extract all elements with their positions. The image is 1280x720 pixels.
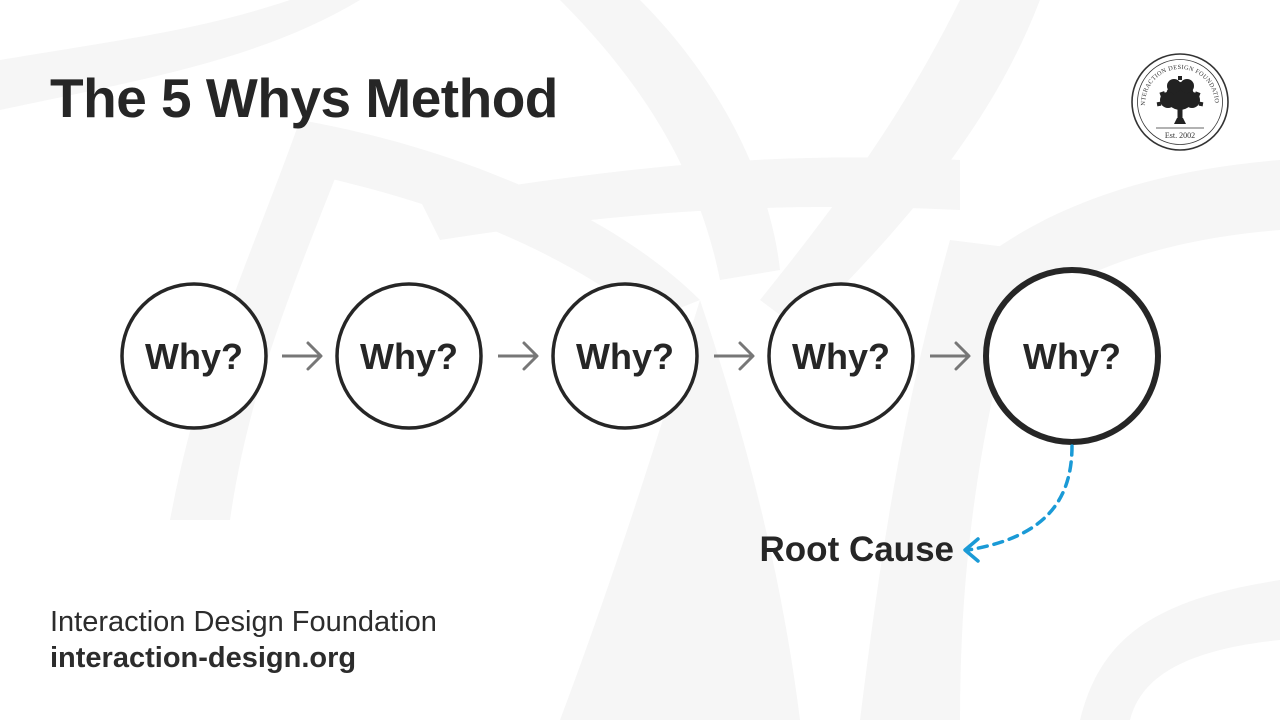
root-cause-arrow — [963, 444, 1074, 563]
footer-website-link[interactable]: interaction-design.org — [50, 642, 357, 674]
why-step-label: Why? — [145, 336, 243, 377]
why-step-2: Why? — [335, 282, 483, 430]
why-step-label: Why? — [576, 336, 674, 377]
step-arrow-1 — [282, 341, 323, 371]
why-step-1: Why? — [120, 282, 268, 430]
why-step-label: Why? — [1023, 336, 1121, 377]
why-step-circle — [120, 282, 268, 430]
why-step-5-final: Why? — [983, 267, 1161, 445]
why-step-3: Why? — [551, 282, 699, 430]
step-arrow-2 — [498, 341, 539, 371]
why-step-circle — [335, 282, 483, 430]
why-step-circle — [767, 282, 915, 430]
root-cause-label: Root Cause — [760, 530, 954, 569]
footer-organization: Interaction Design Foundation — [50, 606, 437, 638]
page-title: The 5 Whys Method — [50, 67, 558, 129]
why-step-label: Why? — [360, 336, 458, 377]
why-step-circle-final — [983, 267, 1161, 445]
step-arrow-4 — [930, 341, 971, 371]
why-step-label: Why? — [792, 336, 890, 377]
why-step-4: Why? — [767, 282, 915, 430]
logo-est-text: Est. 2002 — [1165, 131, 1195, 140]
tree-icon — [1156, 76, 1204, 124]
why-step-circle — [551, 282, 699, 430]
step-arrow-3 — [714, 341, 755, 371]
idf-logo: INTERACTION DESIGN FOUNDATION Est. 2002 — [1130, 52, 1229, 151]
